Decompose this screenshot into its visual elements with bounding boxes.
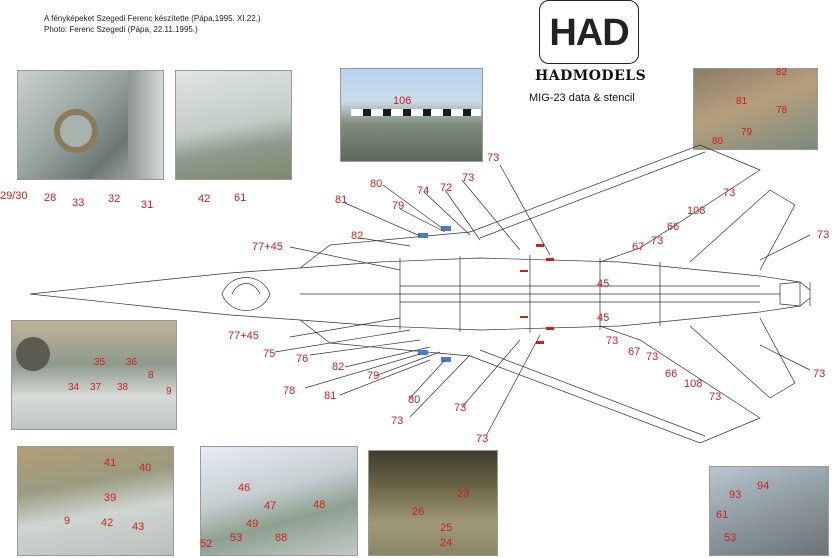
photo-label: 40	[139, 462, 152, 474]
photo-label: 79	[741, 127, 753, 138]
photo-label: 41	[104, 457, 117, 469]
plan-label: 73	[476, 433, 489, 445]
plan-label: 73	[487, 152, 500, 164]
photo-label: 25	[440, 522, 453, 534]
blue-markers	[418, 226, 451, 362]
hadmodels-logo: HAD	[539, 0, 639, 64]
plan-label: 66	[667, 221, 680, 233]
plan-label: 81	[324, 390, 337, 402]
plan-label: 74	[417, 185, 430, 197]
plan-label: 76	[296, 353, 309, 365]
plan-label: 81	[335, 194, 348, 206]
photo-label: 9	[166, 386, 172, 397]
photo-label: 39	[104, 492, 117, 504]
plan-label: 73	[454, 402, 467, 414]
plan-label: 73	[606, 335, 619, 347]
plan-label: 79	[392, 200, 405, 212]
plan-label: 77+45	[252, 241, 283, 253]
plan-label: 67	[628, 346, 641, 358]
plan-label: 73	[723, 187, 736, 199]
photo-label: 26	[412, 506, 425, 518]
plan-label: 73	[462, 172, 475, 184]
photo-fuselage-panel	[17, 446, 174, 556]
plan-label: 73	[646, 351, 659, 363]
photo-gear-bay	[17, 70, 164, 180]
photo-label: 61	[716, 509, 729, 521]
plan-label: 78	[283, 385, 296, 397]
plan-label: 73	[651, 235, 664, 247]
photo-label: 8	[148, 370, 154, 381]
plan-label: 108	[684, 378, 703, 390]
photo-label: 94	[757, 480, 770, 492]
plan-label: 67	[632, 241, 645, 253]
plan-label: 45	[597, 278, 610, 290]
photo-label: 106	[393, 95, 412, 107]
photo-wing-underside	[175, 70, 292, 180]
plan-label: 82	[332, 361, 345, 373]
plan-label: 73	[817, 229, 830, 241]
plan-label: 73	[391, 415, 404, 427]
plan-label: 73	[709, 391, 722, 403]
leader-lines	[274, 164, 811, 437]
photo-label: 29/30	[0, 190, 28, 202]
photo-credit-hungarian: A fényképeket Szegedi Ferenc készítette …	[44, 14, 261, 23]
aircraft-outline	[29, 144, 811, 444]
photo-credit-english: Photo: Ferenc Szegedi (Pápa, 22.11.1995.…	[44, 25, 198, 34]
logo-text: HAD	[549, 12, 629, 54]
photo-label: 47	[264, 500, 277, 512]
plan-label: 80	[408, 394, 421, 406]
photo-label: 81	[736, 96, 748, 107]
photo-label: 80	[712, 136, 724, 147]
photo-label: 38	[117, 382, 129, 393]
plan-label: 79	[367, 370, 380, 382]
plan-label: 73	[813, 368, 826, 380]
plan-label: 72	[440, 182, 453, 194]
photo-label: 82	[776, 67, 788, 78]
photo-label: 24	[440, 537, 453, 549]
photo-label: 28	[44, 192, 57, 204]
photo-label: 9	[64, 515, 71, 527]
plan-label: 77+45	[228, 330, 259, 342]
photo-nose-detail	[693, 68, 818, 150]
plan-label: 82	[351, 230, 364, 242]
photo-intake-side	[11, 320, 177, 430]
photo-label: 23	[457, 488, 470, 500]
photo-label: 52	[200, 538, 213, 550]
plan-label: 45	[597, 312, 610, 324]
plan-label: 66	[665, 368, 678, 380]
photo-rear-detail	[709, 466, 829, 556]
plan-label: 108	[687, 205, 706, 217]
photo-label: 31	[141, 199, 154, 211]
photo-label: 53	[230, 532, 243, 544]
plan-label: 75	[263, 348, 276, 360]
photo-label: 36	[126, 357, 138, 368]
brand-name: HADMODELS	[535, 68, 647, 84]
photo-label: 42	[101, 517, 114, 529]
photo-label: 78	[776, 105, 788, 116]
photo-label: 42	[198, 193, 211, 205]
photo-label: 35	[94, 357, 106, 368]
stencil-markers	[520, 244, 554, 344]
photo-label: 88	[275, 532, 288, 544]
photo-label: 93	[729, 489, 742, 501]
photo-label: 34	[68, 382, 80, 393]
photo-label: 32	[108, 193, 121, 205]
photo-fuel-tank	[368, 450, 498, 556]
photo-label: 37	[90, 382, 102, 393]
photo-label: 43	[132, 521, 145, 533]
product-title: MIG-23 data & stencil	[529, 92, 635, 104]
photo-label: 48	[313, 499, 326, 511]
photo-pylon-missile	[340, 68, 483, 162]
photo-lower-fuselage	[200, 446, 358, 556]
photo-label: 46	[238, 482, 251, 494]
photo-label: 33	[72, 197, 85, 209]
plan-label: 80	[370, 178, 383, 190]
photo-label: 49	[246, 518, 259, 530]
photo-label: 61	[234, 192, 247, 204]
photo-label: 53	[724, 532, 737, 544]
